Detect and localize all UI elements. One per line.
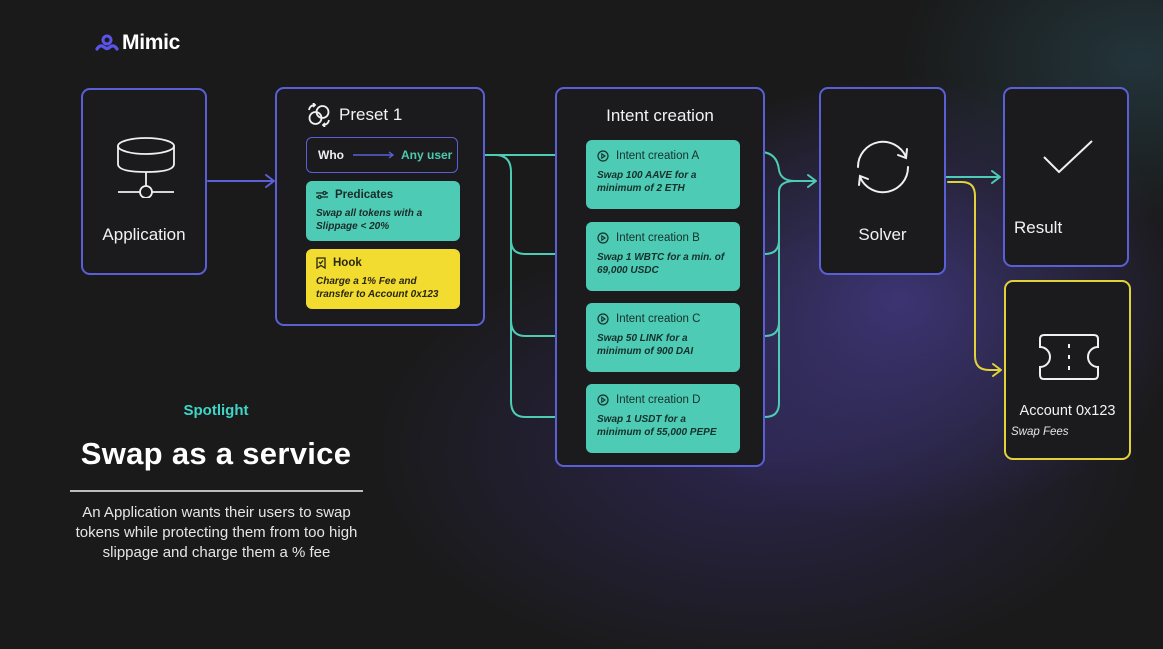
account-card[interactable]: Account 0x123 Swap Fees xyxy=(1004,280,1131,460)
intent-title: Intent creation C xyxy=(616,313,701,325)
intent-item-d[interactable]: Intent creation D Swap 1 USDT for a mini… xyxy=(586,384,740,453)
bookmark-receipt-icon xyxy=(316,257,326,269)
arrowhead-preset xyxy=(265,174,275,188)
brand-logo: Mimic xyxy=(95,31,180,55)
predicates-chip[interactable]: Predicates Swap all tokens with a Slippa… xyxy=(306,181,460,241)
hook-chip[interactable]: Hook Charge a 1% Fee and transfer to Acc… xyxy=(306,249,460,309)
connector-solver-to-account xyxy=(947,181,1001,371)
intent-text: Swap 1 USDT for a minimum of 55,000 PEPE xyxy=(597,414,717,438)
ticket-icon xyxy=(1039,334,1099,380)
intent-creation-card: Intent creation Intent creation A Swap 1… xyxy=(555,87,765,467)
intent-item-a[interactable]: Intent creation A Swap 100 AAVE for a mi… xyxy=(586,140,740,209)
play-circle-icon xyxy=(597,232,609,244)
spotlight-description: An Application wants their users to swap… xyxy=(75,504,358,561)
headline-divider xyxy=(70,490,363,492)
application-label: Application xyxy=(102,225,186,244)
result-label: Result xyxy=(1014,218,1063,237)
spotlight-headline: Swap as a service xyxy=(80,436,352,471)
intent-item-c[interactable]: Intent creation C Swap 50 LINK for a min… xyxy=(586,303,740,372)
arrowhead-account xyxy=(992,363,1002,377)
spotlight-eyebrow: Spotlight xyxy=(183,402,249,419)
play-circle-icon xyxy=(597,150,609,162)
hook-title: Hook xyxy=(333,257,362,269)
preset-cycle-icon xyxy=(308,103,330,127)
intent-text: Swap 1 WBTC for a min. of 69,000 USDC xyxy=(597,252,725,276)
application-card[interactable]: Application xyxy=(81,88,207,275)
who-label: Who xyxy=(318,148,344,162)
intent-title: Intent creation D xyxy=(616,394,701,406)
refresh-cycle-icon xyxy=(856,140,910,194)
arrow-right-icon xyxy=(353,151,395,159)
intent-text: Swap 50 LINK for a minimum of 900 DAI xyxy=(597,333,694,357)
result-card[interactable]: Result xyxy=(1003,87,1129,267)
intent-text: Swap 100 AAVE for a minimum of 2 ETH xyxy=(597,170,697,194)
who-value: Any user xyxy=(401,148,453,162)
solver-label: Solver xyxy=(858,225,907,244)
predicates-title: Predicates xyxy=(335,189,394,201)
checkmark-icon xyxy=(1043,140,1093,174)
account-label: Account 0x123 xyxy=(1019,403,1116,419)
mimic-logo-icon xyxy=(95,34,119,51)
brand-name: Mimic xyxy=(122,31,181,54)
intent-title: Intent creation A xyxy=(616,150,700,162)
hook-text: Charge a 1% Fee and transfer to Account … xyxy=(316,276,439,300)
solver-card[interactable]: Solver xyxy=(819,87,946,275)
predicates-text: Swap all tokens with a Slippage < 20% xyxy=(316,208,423,232)
who-selector[interactable]: Who Any user xyxy=(306,137,458,173)
intent-creation-title: Intent creation xyxy=(606,106,714,125)
database-network-icon xyxy=(117,137,175,198)
preset-card: Preset 1 Who Any user Predicates Swap al… xyxy=(275,87,485,326)
arrowhead-result xyxy=(991,170,1001,184)
sliders-icon xyxy=(316,190,328,200)
preset-title: Preset 1 xyxy=(339,105,403,124)
arrowhead-solver xyxy=(807,174,817,188)
account-sublabel: Swap Fees xyxy=(1011,426,1069,438)
play-circle-icon xyxy=(597,394,609,406)
intent-title: Intent creation B xyxy=(616,232,700,244)
intent-item-b[interactable]: Intent creation B Swap 1 WBTC for a min.… xyxy=(586,222,740,291)
play-circle-icon xyxy=(597,313,609,325)
